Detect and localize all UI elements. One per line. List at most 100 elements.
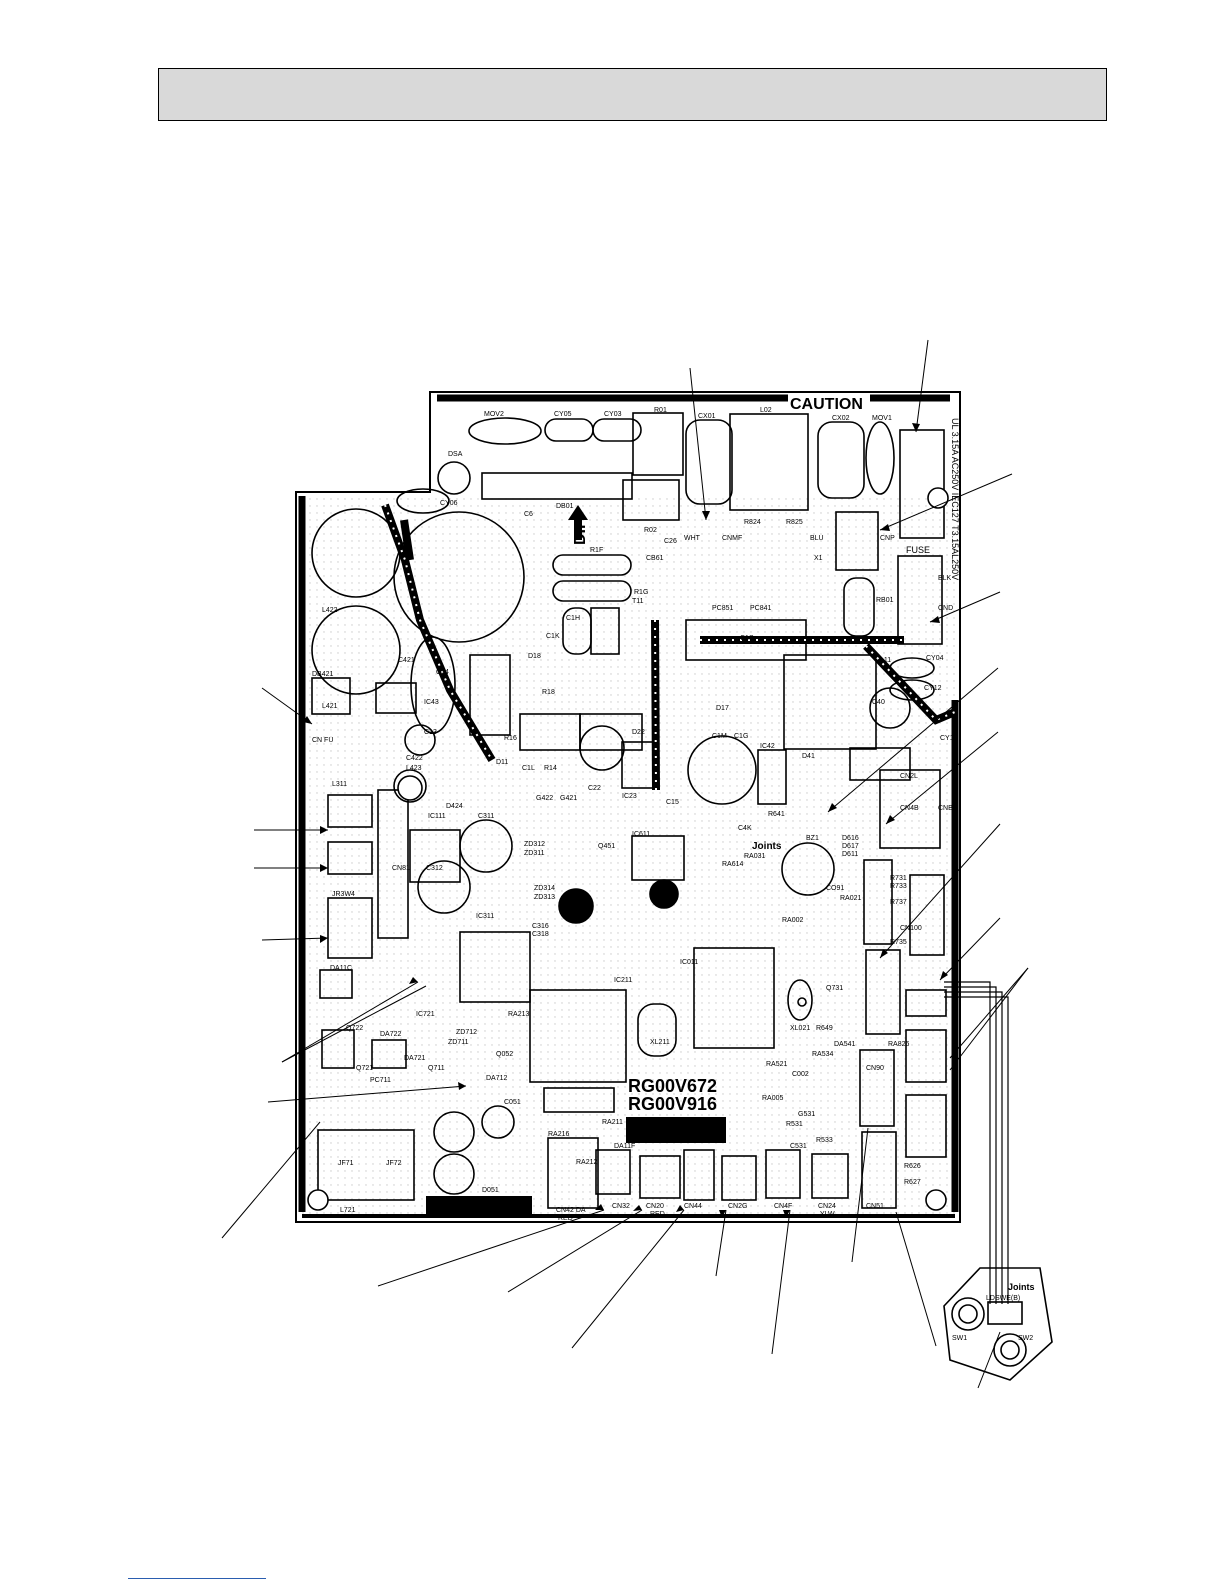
lbl-ra614: RA614 [722, 861, 744, 868]
lbl-c26: C26 [664, 538, 677, 545]
lbl-ic721: IC721 [416, 1011, 435, 1018]
lbl-sw1: SW1 [952, 1335, 967, 1342]
lbl-r16: R16 [504, 735, 517, 742]
lbl-d617: D617 [842, 843, 859, 850]
lbl-t11: T11 [632, 598, 644, 605]
lbl-ic611: IC611 [632, 831, 650, 838]
lbl-mov2: MOV2 [484, 411, 504, 418]
lbl-zd313: ZD313 [534, 894, 555, 901]
lbl-d611: D611 [842, 851, 858, 858]
lbl-jf72: JF72 [386, 1160, 402, 1167]
lbl-ra031: RA031 [744, 853, 766, 860]
lbl-ic23: IC23 [622, 793, 637, 800]
lbl-c40: C40 [872, 699, 885, 706]
lbl-c531: C531 [790, 1143, 807, 1150]
lbl-r531: R531 [786, 1121, 803, 1128]
lbl-pc711: PC711 [370, 1077, 391, 1084]
lbl-d11: D11 [496, 759, 508, 766]
lbl-r731: R731 [890, 875, 907, 882]
lbl-g531: G531 [798, 1111, 815, 1118]
lbl-cb61: CB61 [646, 555, 664, 562]
lbl-q711: Q711 [428, 1065, 445, 1072]
sw-ldswe-label: LDSWE(B) [986, 1295, 1020, 1302]
footer-link-underline[interactable] [128, 1578, 266, 1579]
lbl-zd311: ZD311 [524, 850, 545, 857]
lbl-r649: R649 [816, 1025, 833, 1032]
lbl-ic211: IC211 [614, 977, 632, 984]
lbl-r01: R01 [654, 407, 667, 414]
lbl-cy03: CY03 [604, 411, 622, 418]
lbl-cn51: CN51 [866, 1203, 884, 1210]
lbl-ra211: RA211 [602, 1119, 623, 1126]
lbl-r641: R641 [768, 811, 785, 818]
lbl-d051: D051 [482, 1187, 499, 1194]
lbl-c15: C15 [666, 799, 679, 806]
lbl-zd712: ZD712 [456, 1029, 477, 1036]
lbl-q721: Q721 [356, 1065, 373, 1072]
lbl-bz1: BZ1 [806, 835, 819, 842]
lbl-l421: L421 [322, 703, 338, 710]
lbl-ic111: IC111 [428, 813, 446, 820]
lbl-r14: R14 [544, 765, 557, 772]
lbl-c316: C316 [532, 923, 549, 930]
lbl-wht: WHT [684, 535, 701, 542]
lbl-r733: R733 [890, 883, 907, 890]
fuse-label: FUSE [906, 545, 930, 555]
lbl-ra521: RA521 [766, 1061, 788, 1068]
lbl-da541: DA541 [834, 1041, 856, 1048]
lbl-ra216: RA216 [548, 1131, 570, 1138]
lbl-dsa: DSA [448, 451, 463, 458]
lbl-r533: R533 [816, 1137, 833, 1144]
lbl-c311: C311 [478, 813, 494, 820]
lbl-db01: DB01 [556, 503, 574, 510]
lbl-c6: C6 [524, 511, 533, 518]
lbl-cx01: CX01 [698, 413, 716, 420]
lbl-q451: Q451 [598, 843, 615, 850]
lbl-d22: D22 [632, 729, 645, 736]
lbl-c318: C318 [532, 931, 549, 938]
lbl-cnp: CNP [880, 535, 895, 542]
lbl-ra213: RA213 [508, 1011, 530, 1018]
lbl-c051: C051 [504, 1099, 521, 1106]
lbl-c1l: C1L [522, 765, 535, 772]
lbl-l11: L11 [880, 657, 891, 664]
lbl-jr3w4: JR3W4 [332, 891, 355, 898]
lbl-cn42: CN42 DA [556, 1207, 586, 1214]
lbl-l311: L311 [332, 781, 347, 788]
lbl-jf71: JF71 [338, 1160, 354, 1167]
lbl-c22: C22 [588, 785, 601, 792]
lbl-c1k: C1K [546, 633, 560, 640]
lbl-c14: C14 [436, 669, 449, 676]
lbl-red-1: RED [558, 1215, 573, 1222]
caution-label: CAUTION [790, 396, 863, 413]
lbl-cn100: CN100 [900, 925, 922, 932]
lbl-da722: DA722 [380, 1031, 402, 1038]
lbl-co91: CO91 [826, 885, 844, 892]
lbl-ic43: IC43 [424, 699, 439, 706]
lbl-da11f: DA11F [614, 1143, 635, 1150]
lbl-blu: BLU [810, 535, 824, 542]
lbl-r735: R735 [890, 939, 907, 946]
lbl-c13: C13 [424, 729, 437, 736]
lbl-r824: R824 [744, 519, 761, 526]
lbl-c1s: C1S [740, 635, 754, 642]
lbl-cnb2: CNB2 [938, 805, 957, 812]
lbl-r18: R18 [542, 689, 555, 696]
lbl-cnmf: CNMF [722, 535, 742, 542]
lbl-c002: C002 [792, 1071, 809, 1078]
lbl-zd711: ZD711 [448, 1039, 469, 1046]
lbl-ic42: IC42 [760, 743, 775, 750]
lbl-d41: D41 [802, 753, 815, 760]
lbl-sw2: SW2 [1018, 1335, 1033, 1342]
lbl-d18: D18 [528, 653, 541, 660]
lbl-r627: R627 [904, 1179, 921, 1186]
lbl-cn4f: CN4F [774, 1203, 792, 1210]
lbl-l02: L02 [760, 407, 772, 414]
lbl-r737: R737 [890, 899, 907, 906]
lbl-xl211: XL211 [650, 1039, 670, 1046]
lbl-cn24: CN24 [818, 1203, 836, 1210]
lbl-c422: C422 [406, 755, 423, 762]
lbl-q731: Q731 [826, 985, 843, 992]
lbl-cn20: CN20 [646, 1203, 664, 1210]
